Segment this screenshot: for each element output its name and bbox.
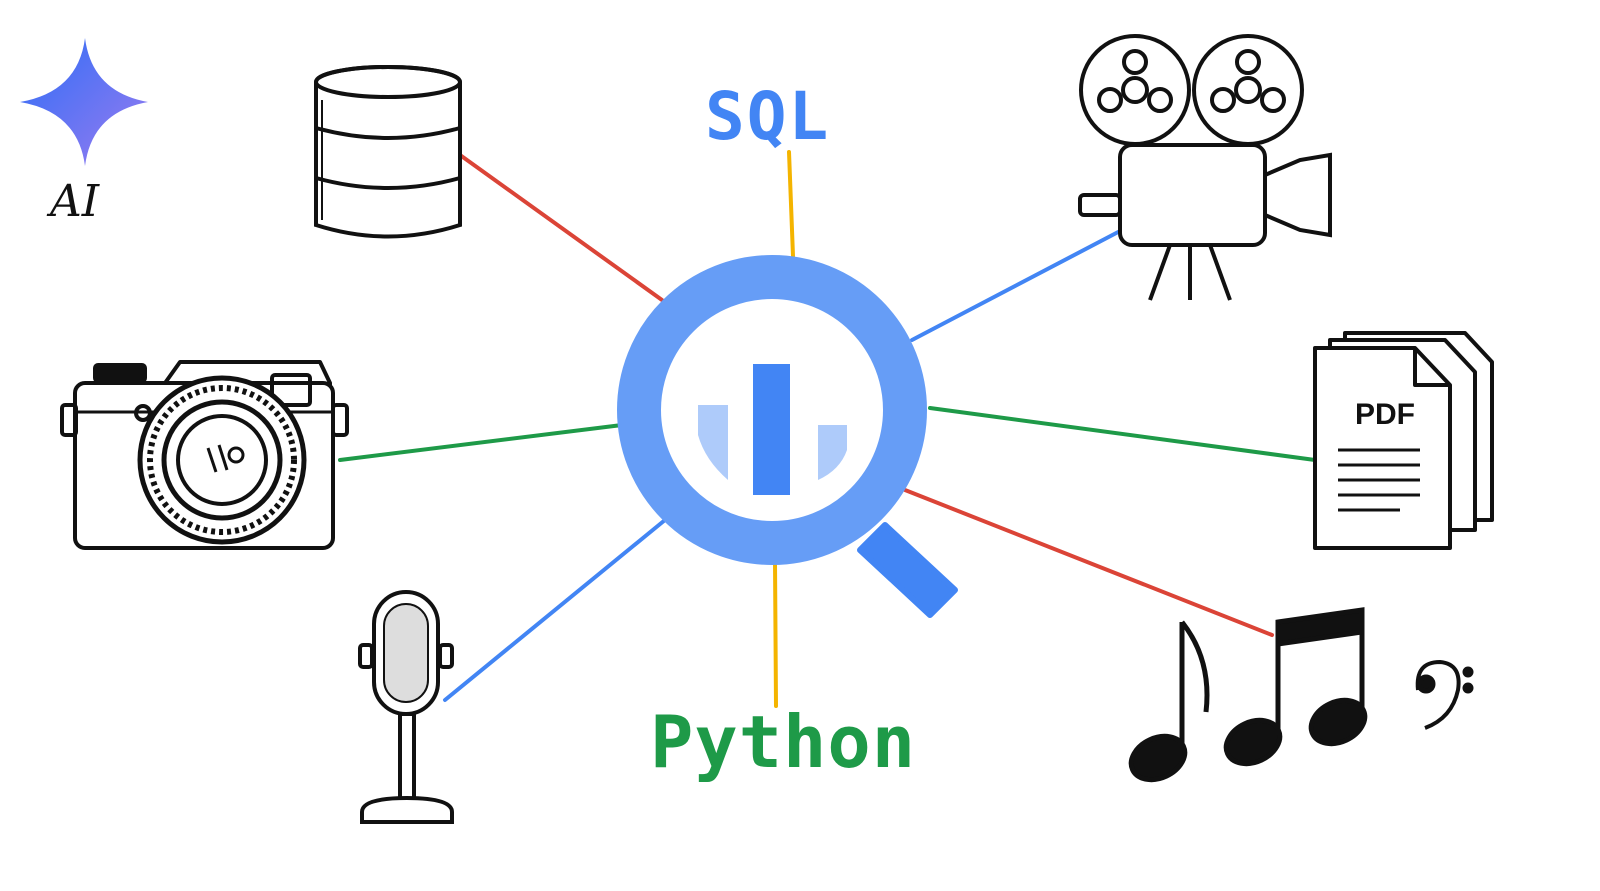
sql-label: SQL [705, 78, 831, 155]
camera-icon [60, 360, 349, 550]
ai-label: AI [50, 176, 100, 227]
connector-projector [910, 228, 1124, 342]
microphone-icon [358, 590, 454, 824]
bigquery-magnifier-icon [617, 255, 958, 618]
connector-pdf [928, 406, 1317, 462]
hub-center-bar [753, 364, 790, 495]
python-label: Python [650, 700, 917, 784]
connector-python [773, 560, 778, 708]
ai-sparkle-icon [20, 38, 148, 166]
connector-database [458, 153, 664, 302]
film-projector-icon [1078, 34, 1332, 301]
music-notes-icon [1128, 607, 1474, 783]
connector-camera [338, 423, 624, 462]
connector-sql [787, 150, 795, 258]
database-icon [314, 65, 462, 239]
hub-right-bar [818, 425, 847, 480]
magnifier-handle [857, 522, 958, 618]
pdf-label: PDF [1355, 398, 1415, 431]
connector-lines [338, 150, 1317, 708]
hub-left-bar [698, 405, 728, 480]
connector-music [903, 488, 1274, 637]
connector-microphone [443, 518, 667, 702]
pdf-documents-icon [1313, 331, 1494, 550]
